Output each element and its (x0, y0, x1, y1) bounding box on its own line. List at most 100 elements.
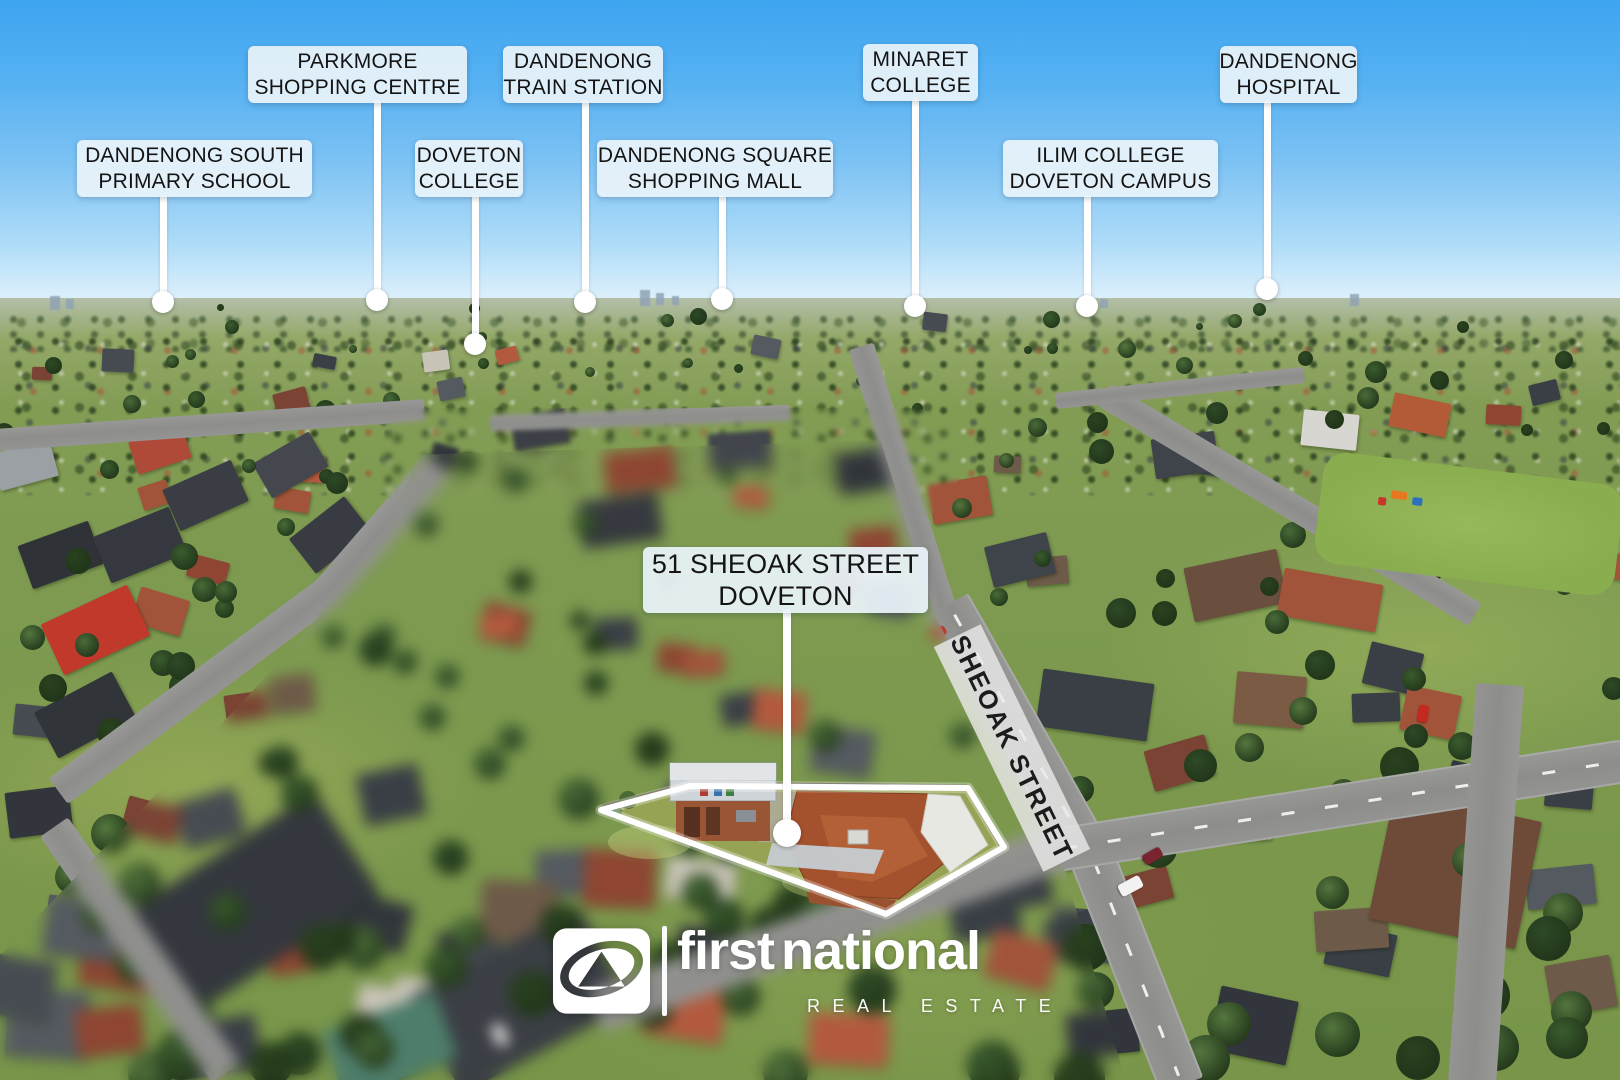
logo-divider-bar (662, 926, 667, 1016)
callout-leader-line (1264, 100, 1271, 289)
veranda-roof (766, 843, 884, 874)
property-leader-line (783, 609, 791, 835)
callout-location-dot (904, 295, 926, 317)
tree (1602, 677, 1620, 700)
tree (188, 391, 205, 408)
tree (217, 304, 224, 311)
tree (171, 543, 198, 570)
rooftop-unit (847, 829, 869, 845)
landmark-label-line2: TRAIN STATION (503, 75, 663, 99)
landmark-label-line1: DANDENONG SOUTH (85, 143, 304, 167)
tree (1555, 351, 1573, 369)
tree (478, 358, 489, 369)
logo-word-first: first (677, 921, 775, 981)
callout-location-dot (152, 291, 174, 313)
tree (1521, 424, 1533, 436)
tree (1228, 314, 1242, 328)
tree (1253, 303, 1266, 316)
tree (1118, 340, 1136, 358)
callout-location-dot (711, 288, 733, 310)
landmark-label-line2: PRIMARY SCHOOL (98, 169, 291, 193)
tree (1546, 1017, 1588, 1059)
landmark-callout-parkmore-shopping-centre: PARKMORE SHOPPING CENTRE (248, 46, 467, 103)
tree (1152, 601, 1177, 626)
landmark-label-line1: PARKMORE (297, 49, 418, 73)
tree (75, 633, 99, 657)
landmark-label-line1: ILIM COLLEGE (1036, 143, 1185, 167)
callout-location-dot (366, 289, 388, 311)
landmark-label-line1: DANDENONG (513, 49, 653, 73)
landmark-label-line2: HOSPITAL (1236, 75, 1341, 99)
landmark-label-line2: COLLEGE (418, 169, 520, 193)
landmark-label-line1: DOVETON (416, 143, 522, 167)
landmark-callout-dandenong-south-primary-school: DANDENONG SOUTH PRIMARY SCHOOL (77, 140, 312, 197)
logo-word-national: national (781, 921, 981, 981)
tree (1235, 733, 1264, 762)
landmark-label-line2: DOVETON CAMPUS (1009, 169, 1212, 193)
tree (1597, 422, 1610, 435)
property-outline (598, 783, 1007, 917)
tree (690, 308, 707, 325)
callout-leader-line (719, 194, 726, 299)
tree (1396, 1036, 1440, 1080)
landmark-callout-ilim-college-doveton-campus: ILIM COLLEGE DOVETON CAMPUS (1003, 140, 1218, 197)
tree (242, 459, 256, 473)
landmark-label-line1: DANDENONG SQUARE (597, 143, 833, 167)
tree (990, 588, 1008, 606)
tree (1260, 577, 1279, 596)
tree (215, 599, 234, 618)
tree (1526, 916, 1571, 961)
property-address-label: 51 SHEOAK STREET DOVETON (643, 547, 928, 613)
landmark-callout-dandenong-train-station: DANDENONG TRAIN STATION (503, 46, 663, 103)
tree (1305, 650, 1335, 680)
tree (1430, 371, 1449, 390)
tree (1357, 387, 1379, 409)
callout-leader-line (1084, 194, 1091, 306)
tree (1402, 667, 1426, 691)
tree (326, 472, 348, 494)
white-roof-section (920, 793, 989, 873)
tree (1316, 876, 1349, 909)
tree (39, 674, 67, 702)
tree (100, 460, 119, 479)
tree (1034, 550, 1051, 567)
tree (999, 453, 1014, 468)
callout-location-dot (574, 291, 596, 313)
tree (1047, 343, 1058, 354)
property-location-dot (773, 819, 801, 847)
tree (683, 358, 693, 368)
tree (1265, 610, 1289, 634)
tree (215, 581, 237, 603)
tree (952, 498, 972, 518)
tree (734, 364, 743, 373)
callout-leader-line (582, 100, 589, 302)
callout-leader-line (472, 194, 479, 344)
tree (225, 320, 239, 334)
landmark-label-line1: DANDENONG (1219, 49, 1358, 73)
tree (277, 518, 295, 536)
tree (661, 314, 674, 327)
tree (185, 349, 196, 360)
logo-tagline: REAL ESTATE (807, 996, 1064, 1016)
tree (166, 355, 179, 368)
tree (1365, 361, 1387, 383)
callout-leader-line (160, 194, 167, 302)
landmark-label-line2: SHOPPING MALL (627, 169, 803, 193)
tree (1024, 346, 1032, 354)
tree (349, 345, 357, 353)
tree (1089, 439, 1114, 464)
landmark-label-line2: COLLEGE (870, 73, 971, 97)
tree (1404, 724, 1428, 748)
callout-location-dot (464, 333, 486, 355)
tree (192, 577, 217, 602)
agency-logo: first national REAL ESTATE (545, 918, 1105, 1028)
callout-leader-line (374, 100, 381, 300)
property-boundary-highlight (595, 762, 1010, 920)
tree (1298, 351, 1313, 366)
logo-wordmark: first national (677, 920, 981, 982)
tree (585, 367, 595, 377)
tree (1028, 418, 1047, 437)
callout-leader-line (912, 98, 919, 306)
